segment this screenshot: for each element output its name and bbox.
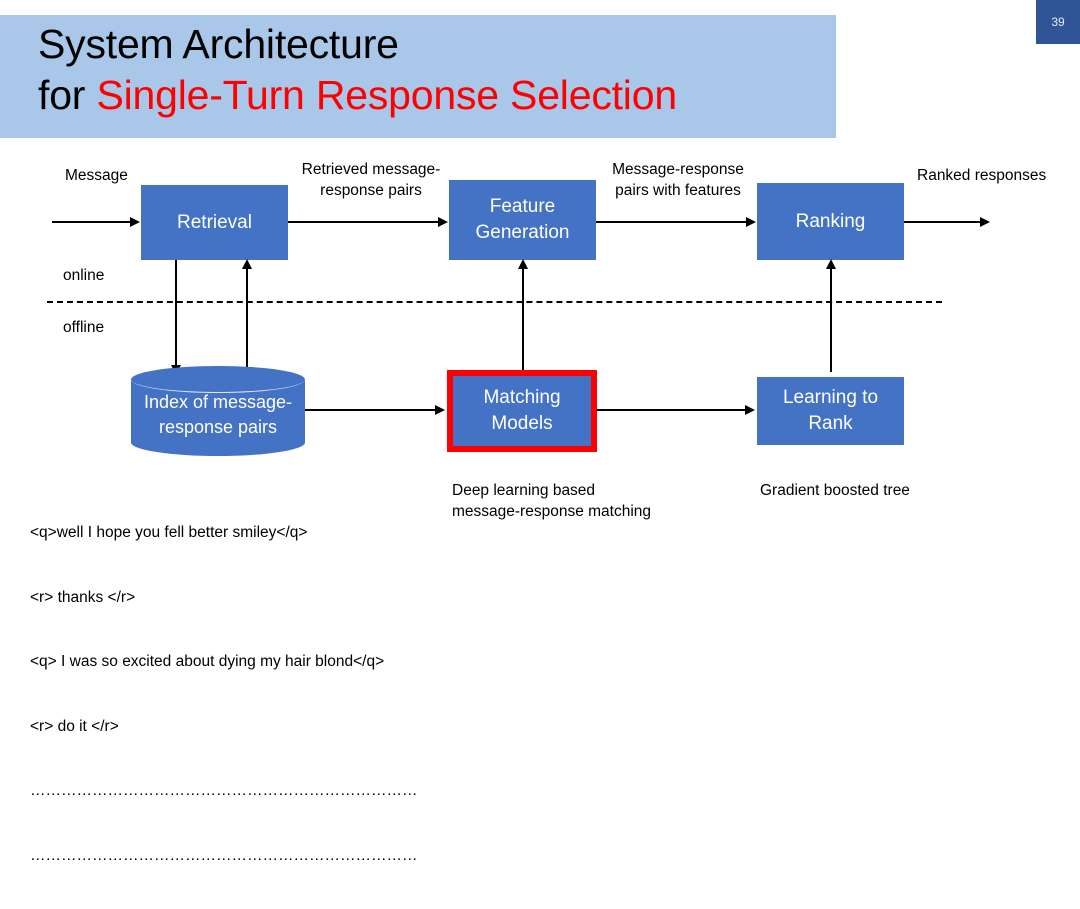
cylinder-top-ellipse bbox=[131, 366, 305, 393]
phase-label-online: online bbox=[63, 267, 105, 284]
cylinder-bottom-ellipse bbox=[131, 429, 305, 456]
transcript-line: ………………………………………………………………… bbox=[30, 782, 418, 799]
connector-retrieval-to-feature-generation bbox=[288, 221, 438, 223]
arrowhead-matching-models-to-learning-to-rank bbox=[745, 405, 755, 415]
caption-matching-models-line2: message-response matching bbox=[452, 503, 652, 520]
process-box-feature-generation-label-line1: Feature bbox=[489, 196, 556, 217]
slide-number-badge: 39 bbox=[1036, 0, 1080, 44]
connector-input-to-retrieval bbox=[52, 221, 130, 223]
title-banner bbox=[0, 15, 836, 138]
title-line-1: System Architecture bbox=[38, 21, 399, 67]
arrowhead-learning-to-rank-to-ranking bbox=[826, 259, 836, 269]
page-title: System Architecture for Single-Turn Resp… bbox=[38, 19, 828, 121]
datastore-index-of-message-response-pairs[interactable]: Index of message- response pairs bbox=[131, 366, 305, 456]
transcript-line: ………………………………………………………………… bbox=[30, 846, 418, 864]
datastore-label: Index of message- response pairs bbox=[131, 390, 305, 440]
process-box-feature-generation[interactable]: Feature Generation bbox=[449, 180, 596, 260]
connector-index-to-matching-models bbox=[305, 409, 435, 411]
title-line-2: for Single-Turn Response Selection bbox=[38, 70, 828, 121]
caption-learning-to-rank: Gradient boosted tree bbox=[760, 482, 910, 499]
arrowhead-retrieval-to-feature-generation bbox=[438, 217, 448, 227]
connector-learning-to-rank-to-ranking bbox=[830, 268, 832, 372]
process-box-retrieval[interactable]: Retrieval bbox=[141, 185, 288, 260]
process-box-ranking-label: Ranking bbox=[795, 210, 866, 232]
flow-label-features: Message-response pairs with features bbox=[598, 159, 758, 201]
arrowhead-input-to-retrieval bbox=[130, 217, 140, 227]
flow-label-retrieved-line2: response pairs bbox=[320, 182, 422, 199]
datastore-label-line1: Index of message- bbox=[143, 392, 293, 412]
transcript-block: <q>well I hope you fell better smiley</q… bbox=[30, 479, 418, 909]
datastore-label-line2: response pairs bbox=[158, 417, 278, 437]
process-box-learning-to-rank-label-line1: Learning to bbox=[782, 387, 879, 408]
caption-matching-models: Deep learning based message-response mat… bbox=[452, 480, 712, 522]
arrowhead-index-to-retrieval bbox=[242, 259, 252, 269]
connector-matching-models-to-learning-to-rank bbox=[597, 409, 745, 411]
transcript-line: <q> I was so excited about dying my hair… bbox=[30, 653, 385, 670]
process-box-learning-to-rank-label-line2: Rank bbox=[808, 413, 853, 434]
transcript-line: <q>well I hope you fell better smiley</q… bbox=[30, 524, 308, 541]
process-box-ranking[interactable]: Ranking bbox=[757, 183, 904, 260]
connector-matching-models-to-feature-generation bbox=[522, 268, 524, 372]
connector-feature-generation-to-ranking bbox=[596, 221, 746, 223]
process-box-matching-models[interactable]: Matching Models bbox=[447, 370, 597, 452]
connector-ranking-to-output bbox=[904, 221, 980, 223]
transcript-line: <r> thanks </r> bbox=[30, 588, 136, 606]
flow-label-features-line1: Message-response bbox=[612, 161, 744, 178]
flow-label-features-line2: pairs with features bbox=[615, 182, 741, 199]
process-box-matching-models-label-line2: Models bbox=[491, 413, 553, 434]
transcript-line: <r> do it </r> bbox=[30, 717, 119, 735]
process-box-retrieval-label: Retrieval bbox=[177, 211, 252, 233]
flow-label-retrieved: Retrieved message- response pairs bbox=[290, 159, 452, 201]
phase-label-offline: offline bbox=[63, 319, 105, 336]
connector-retrieval-to-index bbox=[175, 260, 177, 365]
process-box-learning-to-rank[interactable]: Learning to Rank bbox=[757, 377, 904, 445]
arrowhead-feature-generation-to-ranking bbox=[746, 217, 756, 227]
caption-matching-models-line1: Deep learning based bbox=[452, 482, 596, 499]
connector-index-to-retrieval bbox=[246, 268, 248, 378]
title-line-2-prefix: for bbox=[38, 72, 97, 118]
arrowhead-index-to-matching-models bbox=[435, 405, 445, 415]
online-offline-divider bbox=[47, 301, 942, 303]
title-line-2-highlight: Single-Turn Response Selection bbox=[96, 72, 677, 118]
flow-label-retrieved-line1: Retrieved message- bbox=[301, 161, 441, 178]
arrowhead-ranking-to-output bbox=[980, 217, 990, 227]
flow-label-output: Ranked responses bbox=[917, 167, 1047, 184]
process-box-feature-generation-label-line2: Generation bbox=[475, 222, 570, 243]
process-box-matching-models-label-line1: Matching bbox=[483, 387, 561, 408]
arrowhead-matching-models-to-feature-generation bbox=[518, 259, 528, 269]
flow-label-input: Message bbox=[65, 167, 128, 184]
slide-canvas: System Architecture for Single-Turn Resp… bbox=[0, 0, 1080, 864]
